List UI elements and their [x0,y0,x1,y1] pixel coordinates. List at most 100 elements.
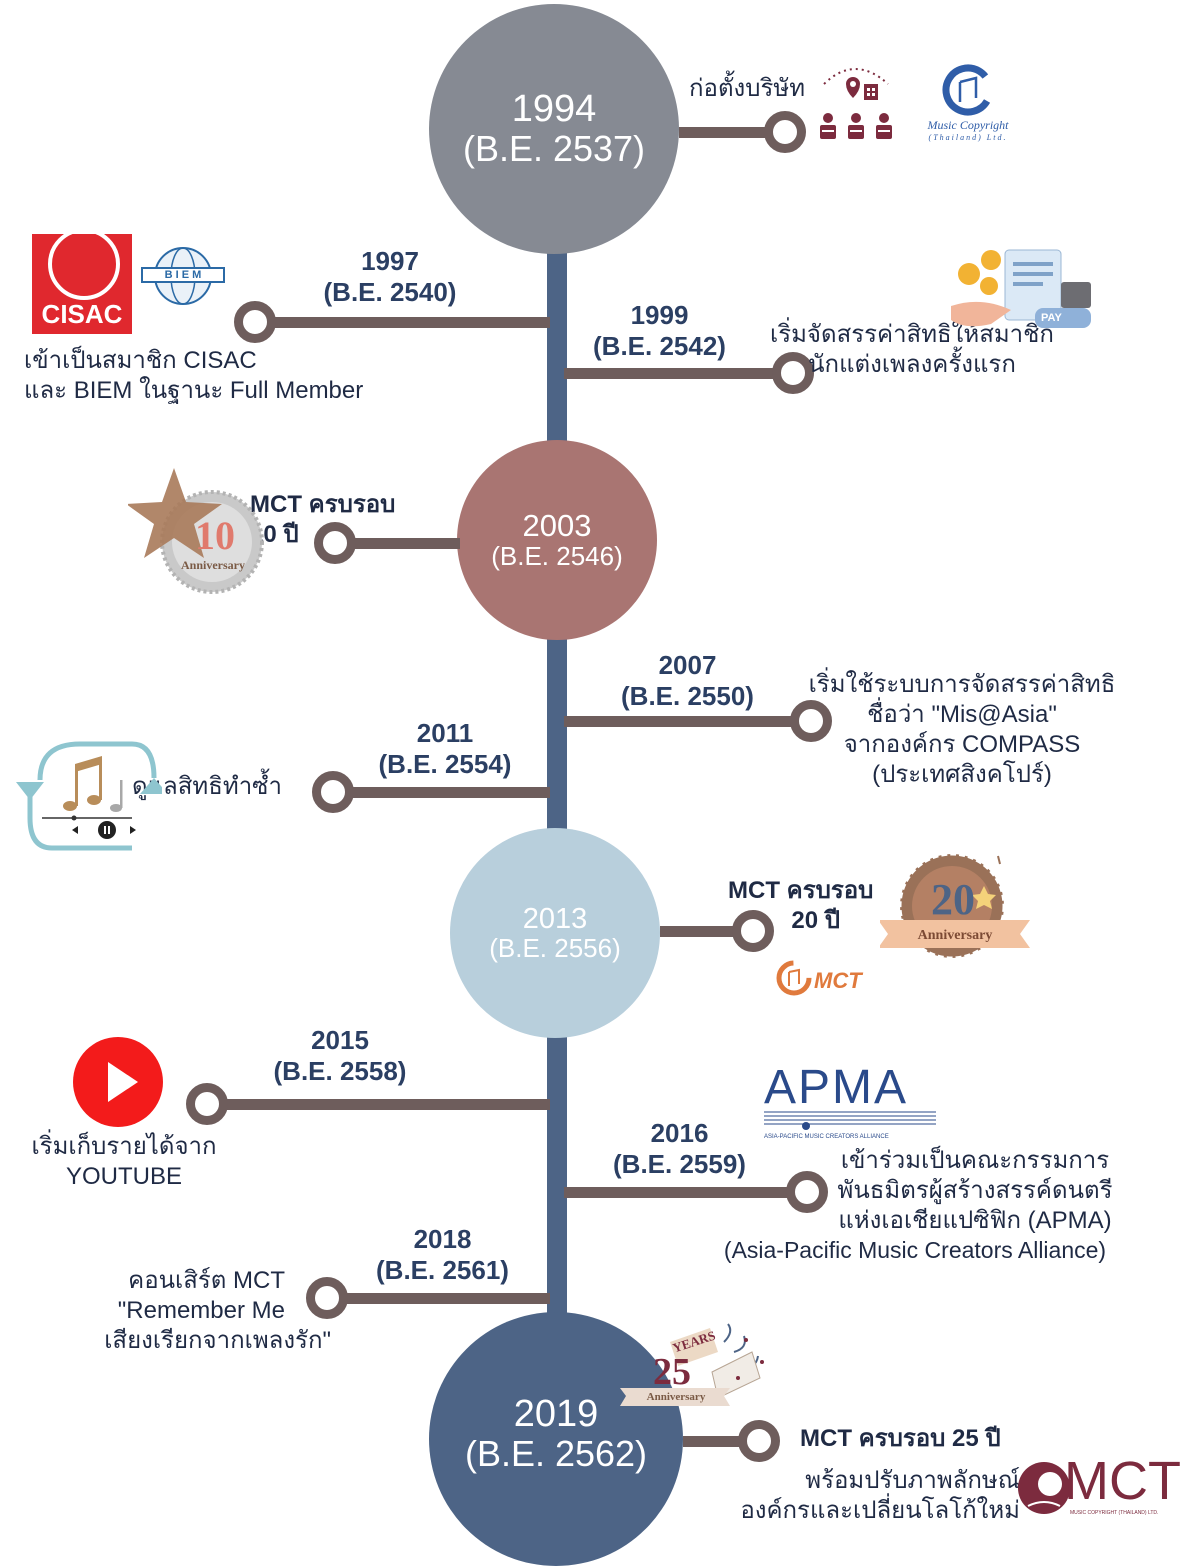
badge10-number: 10 [195,513,235,558]
company-founding-icon [820,68,892,139]
connector-dot-1997 [234,301,276,343]
milestone-circle-2003: 2003 (B.E. 2546) [457,440,657,640]
milestone-text-2016: เข้าร่วมเป็นคณะกรรมการ พันธมิตรผู้สร้างส… [690,1146,1140,1265]
milestone-text-2015: เริ่มเก็บรายได้จาก YOUTUBE [24,1132,224,1192]
text-1999-line1: เริ่มจัดสรรค่าสิทธิให้สมาชิก [770,321,1054,348]
milestone-circle-2013: 2013 (B.E. 2556) [450,828,660,1038]
connector-dot-1994 [764,111,806,153]
be-label-2016: (B.E. 2559) [613,1148,746,1179]
mct-old-logo: MCT [776,958,876,1002]
milestone-circle-2019: 2019 (B.E. 2562) [429,1312,683,1566]
mct-old-logo-text: MCT [814,968,862,993]
milestone-be-2019: (B.E. 2562) [464,1433,648,1475]
milestone-year-2018: 2018 (B.E. 2561) [355,1224,530,1285]
milestone-text-2019-title: MCT ครบรอบ 25 ปี [800,1425,1001,1452]
royalty-payment-icon: PAY [945,246,1095,342]
be-label-2007: (B.E. 2550) [621,680,754,711]
milestone-text-2007: เริ่มใช้ระบบการจัดสรรค่าสิทธิ ชื่อว่า "M… [782,670,1142,790]
connector-2015 [220,1099,550,1110]
connector-1997 [265,317,550,328]
text-1997-line1: เข้าเป็นสมาชิก CISAC [24,347,257,374]
year-label-1997: 1997 [361,246,419,276]
year-label-2018: 2018 [413,1224,472,1254]
year-label-1999: 1999 [630,300,689,330]
youtube-icon [73,1037,163,1127]
milestone-year-2016: 2016 (B.E. 2559) [592,1118,767,1179]
connector-dot-2015 [186,1083,228,1125]
text-2019-line3: องค์กรและเปลี่ยนโลโก้ใหม่ [740,1497,1020,1524]
connector-2003 [345,538,460,549]
connector-dot-2013 [732,910,774,952]
year-label-2015: 2015 [311,1025,369,1055]
anniversary-25-badge: YEARS 25 Anniversary [620,1322,780,1422]
cisac-logo-text: CISAC [41,299,123,329]
text-2015-line1: เริ่มเก็บรายได้จาก [31,1133,217,1160]
connector-dot-2019 [738,1420,780,1462]
text-2007-line4: (ประเทศสิงคโปร์) [872,761,1052,788]
badge20-number: 20 [931,875,975,924]
connector-2016 [564,1187,804,1198]
milestone-be-2013: (B.E. 2556) [489,932,621,963]
text-2016-line1: เข้าร่วมเป็นคณะกรรมการ [840,1147,1110,1174]
text-2016-line4: (Asia-Pacific Music Creators Alliance) [723,1237,1107,1263]
connector-2018 [340,1293,550,1304]
milestone-year-2007: 2007 (B.E. 2550) [600,650,775,711]
badge25-number: 25 [653,1351,691,1393]
milestone-text-2019: พร้อมปรับภาพลักษณ์ องค์กรและเปลี่ยนโลโก้… [730,1466,1020,1526]
be-label-2015: (B.E. 2558) [273,1055,407,1086]
connector-dot-2007 [790,700,832,742]
milestone-circle-1994: 1994 (B.E. 2537) [429,4,679,254]
apma-logo-subtext: ASIA-PACIFIC MUSIC CREATORS ALLIANCE [764,1134,889,1140]
anniversary-20-badge: 20 Anniversary [880,850,1040,970]
text-2007-line1: เริ่มใช้ระบบการจัดสรรค่าสิทธิ [808,671,1116,698]
text-2018-line1: คอนเสิร์ต MCT [128,1267,285,1294]
be-label-2018: (B.E. 2561) [376,1254,509,1285]
milestone-year-2013: 2013 [522,903,588,936]
music-copyright-logo-text: Music Copyright [927,118,1009,132]
badge20-word: Anniversary [917,928,993,943]
milestone-year-2015: 2015 (B.E. 2558) [250,1025,430,1086]
milestone-text-1997: เข้าเป็นสมาชิก CISAC และ BIEM ในฐานะ Ful… [24,346,363,406]
text-2013-line1: MCT ครบรอบ [728,877,874,904]
year-label-2011: 2011 [416,718,474,748]
badge10-word: Anniversary [181,558,245,572]
milestone-text-2018: คอนเสิร์ต MCT "Remember Me เสียงเรียกจาก… [40,1266,331,1356]
text-1999-line2: นักแต่งเพลงครั้งแรก [808,351,1016,378]
connector-dot-2003 [314,522,356,564]
connector-1999 [564,368,794,379]
biem-logo: B I E M [138,244,228,310]
music-copyright-logo-subtext: (Thailand) Ltd. [928,133,1008,142]
milestone-text-2003: MCT ครบรอบ 10 ปี [250,490,395,550]
mct-new-logo-text: MCT [1064,1451,1181,1511]
milestone-year-2011: 2011 (B.E. 2554) [355,718,535,779]
connector-2013 [660,926,755,937]
be-label-1997: (B.E. 2540) [323,276,457,307]
mct-new-logo-subtext: MUSIC COPYRIGHT (THAILAND) LTD. [1070,1510,1159,1516]
milestone-year-2003: 2003 [522,508,592,544]
text-2013-line2: 20 ปี [791,907,840,934]
text-2018-line3: เสียงเรียกจากเพลงรัก" [104,1327,331,1354]
milestone-year-1994: 1994 [511,88,597,131]
connector-2011 [340,787,550,798]
music-replay-icon [12,738,162,858]
milestone-text-2013: MCT ครบรอบ 20 ปี [728,876,873,936]
apma-logo-text: APMA [764,1061,909,1114]
text-2003-line1: MCT ครบรอบ [250,491,396,518]
milestone-be-2003: (B.E. 2546) [491,540,623,571]
connector-dot-2016 [786,1171,828,1213]
text-1997-line2: และ BIEM ในฐานะ Full Member [24,377,364,404]
milestone-text-1994: ก่อตั้งบริษัท [689,75,806,102]
text-2007-line3: จากองค์กร COMPASS [843,731,1081,758]
connector-dot-2018 [306,1277,348,1319]
text-2016-line2: พันธมิตรผู้สร้างสรรค์ดนตรี [837,1177,1113,1204]
anniversary-10-badge: 10 Anniversary [128,462,278,602]
be-label-2011: (B.E. 2554) [378,748,512,779]
milestone-year-2019: 2019 [513,1393,599,1436]
year-label-2016: 2016 [650,1118,709,1148]
connector-2019 [683,1436,773,1447]
text-2019-line2: พร้อมปรับภาพลักษณ์ [805,1467,1020,1494]
year-label-2007: 2007 [658,650,717,680]
apma-logo: APMA ASIA-PACIFIC MUSIC CREATORS ALLIANC… [764,1064,936,1144]
milestone-year-1997: 1997 (B.E. 2540) [300,246,480,307]
text-2018-line2: "Remember Me [117,1297,285,1324]
